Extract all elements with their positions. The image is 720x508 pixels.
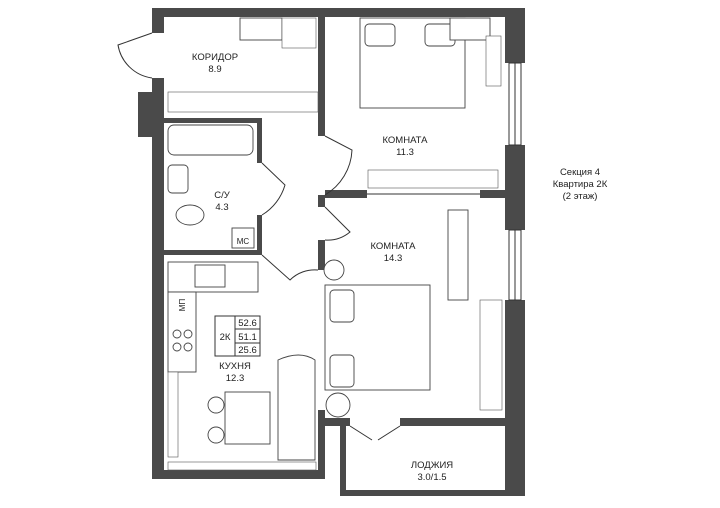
room1-name: КОМНАТА — [382, 135, 428, 146]
walls — [138, 8, 525, 496]
furniture — [167, 17, 503, 471]
room2-name: КОМНАТА — [370, 241, 416, 252]
entry-door — [117, 32, 153, 79]
apartment-info: Секция 4 Квартира 2К (2 этаж) — [553, 167, 608, 202]
kitchen-area: 12.3 — [226, 373, 245, 384]
corridor-area: 8.9 — [208, 64, 221, 75]
mc-label: МС — [237, 237, 250, 246]
area-summary-table: 2К 52.6 51.1 25.6 — [214, 315, 261, 357]
doors — [261, 135, 480, 441]
mp-label: МП — [178, 299, 187, 312]
room2-area: 14.3 — [384, 253, 403, 264]
room-labels: КОРИДОР 8.9 С/У 4.3 МС МП КОМНАТА 11.3 К… — [178, 52, 453, 483]
total-area: 52.6 — [238, 318, 257, 329]
kitchen-name: КУХНЯ — [219, 361, 251, 372]
bathroom-name: С/У — [214, 190, 231, 201]
useful-area: 51.1 — [238, 332, 257, 343]
room1-area: 11.3 — [396, 147, 414, 158]
living-area: 25.6 — [238, 345, 257, 356]
loggia-area: 3.0/1.5 — [417, 472, 446, 483]
loggia-name: ЛОДЖИЯ — [411, 460, 453, 471]
section-label: Секция 4 — [560, 167, 600, 178]
windows — [508, 62, 522, 301]
bathroom-area: 4.3 — [215, 202, 228, 213]
apartment-label: Квартира 2К — [553, 179, 608, 190]
floor-label: (2 этаж) — [563, 191, 598, 202]
corridor-name: КОРИДОР — [192, 52, 238, 63]
apartment-type: 2К — [220, 332, 231, 343]
